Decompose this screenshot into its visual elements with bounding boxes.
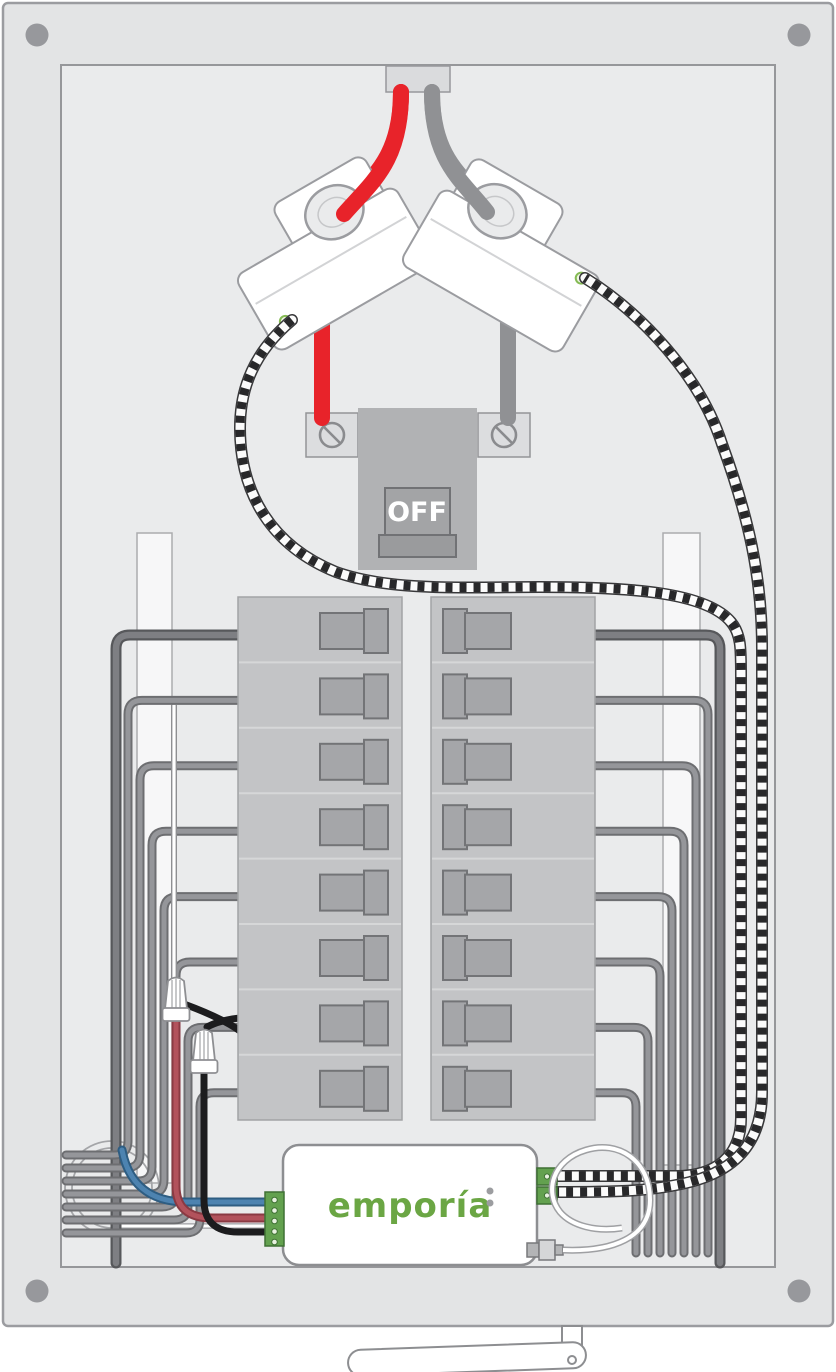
breaker-switch [364,740,388,784]
breaker-switch [443,805,467,849]
main-breaker-off-label: OFF [387,497,447,528]
screw-icon [26,24,49,47]
wifi-antenna [348,1326,587,1372]
breaker-switch [364,674,388,718]
breaker-switch [364,609,388,653]
breaker-switch [443,609,467,653]
main-breaker: OFF [358,408,477,570]
voltage-terminal-block [265,1192,284,1246]
screw-icon [788,24,811,47]
breaker-switch [320,744,366,780]
breaker-switch [465,678,511,714]
breaker-switch [320,940,366,976]
breaker-switch [364,871,388,915]
brand-logo: emporía [328,1186,493,1226]
screw-icon [788,1280,811,1303]
breaker-switch [465,744,511,780]
breaker-switch [465,809,511,845]
breaker-switch [443,871,467,915]
breaker-switch [364,805,388,849]
breaker-switch [320,809,366,845]
breaker-switch [320,1005,366,1041]
breaker-switch [465,940,511,976]
breaker-switch [364,936,388,980]
breaker-switch [320,1071,366,1107]
breaker-switch [465,875,511,911]
breaker-switch [443,1001,467,1045]
breaker-switch [465,1071,511,1107]
breaker-switch [364,1067,388,1111]
breaker-switch [465,1005,511,1041]
breaker-switch [443,1067,467,1111]
breaker-switch [465,613,511,649]
breaker-switch [364,1001,388,1045]
screw-icon [26,1280,49,1303]
breaker-switch [320,678,366,714]
breaker-switch [443,936,467,980]
breaker-switch [320,875,366,911]
breaker-switch [443,674,467,718]
breaker-switch [320,613,366,649]
breaker-switch [443,740,467,784]
